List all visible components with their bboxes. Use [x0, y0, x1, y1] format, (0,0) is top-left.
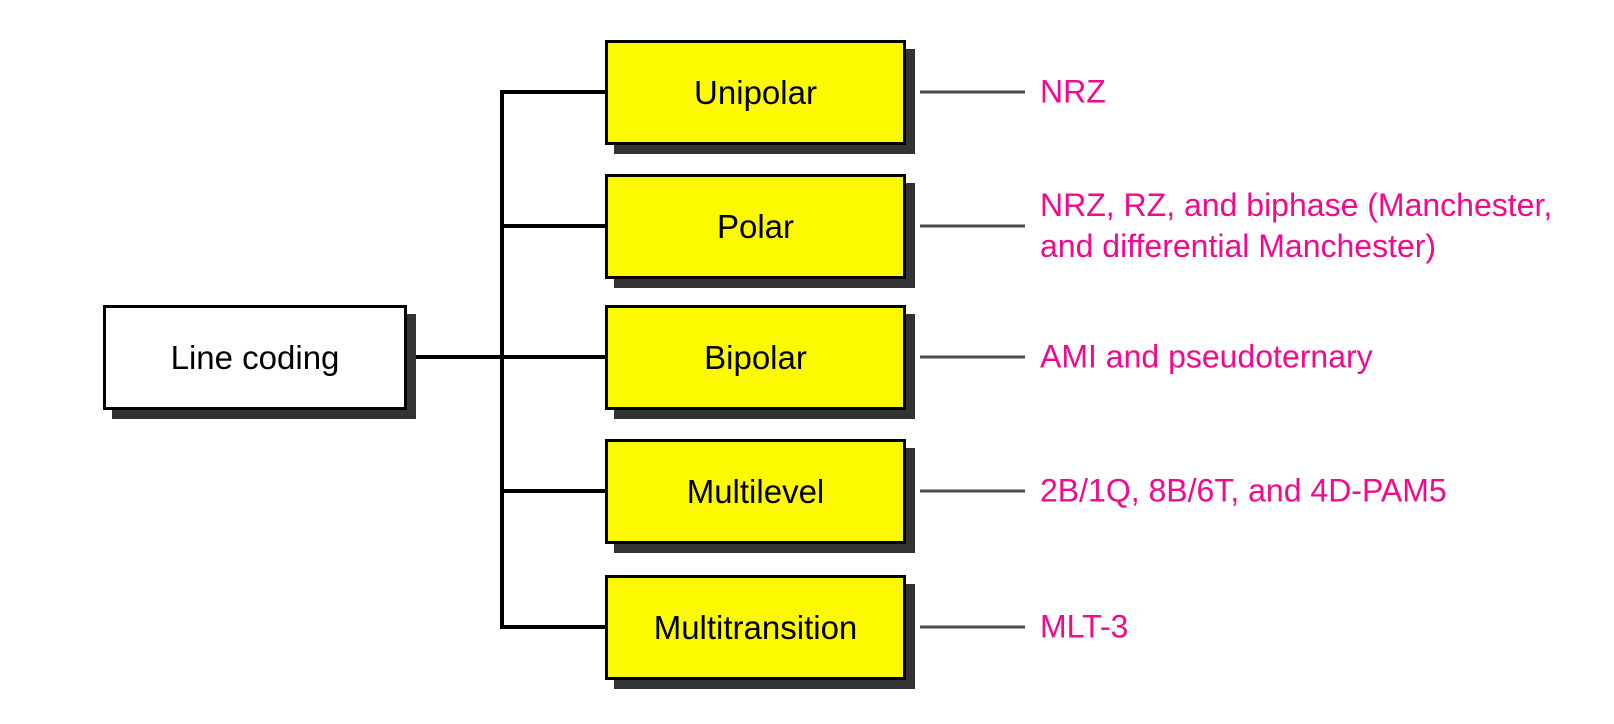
codes-label-polar: NRZ, RZ, and biphase (Manchester, and di… — [1040, 187, 1553, 264]
codes-label-unipolar: NRZ — [1040, 73, 1106, 110]
codes-label-bipolar: AMI and pseudoternary — [1040, 338, 1373, 375]
branch-node-multitransition: Multitransition — [605, 575, 906, 680]
branch-node-multilevel: Multilevel — [605, 439, 906, 544]
branch-node-polar: Polar — [605, 174, 906, 279]
root-node-line-coding: Line coding — [103, 305, 407, 410]
branch-node-label: Polar — [716, 207, 795, 245]
branch-node-label: Multitransition — [653, 608, 858, 646]
branch-node-unipolar: Unipolar — [605, 40, 906, 145]
root-node-label: Line coding — [170, 338, 340, 376]
branch-node-bipolar: Bipolar — [605, 305, 906, 410]
branch-node-label: Unipolar — [694, 73, 817, 111]
branch-node-label: Bipolar — [704, 338, 807, 376]
codes-label-multitransition: MLT-3 — [1040, 608, 1129, 645]
branch-node-label: Multilevel — [686, 472, 825, 510]
codes-label-multilevel: 2B/1Q, 8B/6T, and 4D-PAM5 — [1040, 472, 1447, 509]
